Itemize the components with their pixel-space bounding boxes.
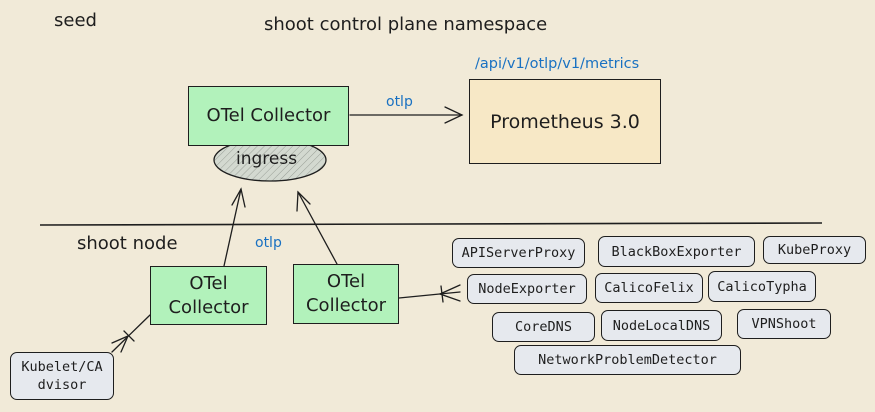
source-calicofelix[interactable]: CalicoFelix [595,273,703,303]
source-calicotypha[interactable]: CalicoTypha [708,271,816,302]
arrow-right-collector-to-ingress [296,190,338,265]
ingress-ellipse [213,138,327,182]
source-nodelocaldns[interactable]: NodeLocalDNS [601,310,722,341]
connector-sources-to-collector [398,284,461,303]
ingress-label: ingress [236,149,298,169]
arrow-seed-to-prometheus [349,106,464,124]
otlp-edge-label-node: otlp [255,235,282,251]
prometheus-box[interactable]: Prometheus 3.0 [469,79,661,164]
source-coredns[interactable]: CoreDNS [492,312,595,342]
source-networkproblemdetector[interactable]: NetworkProblemDetector [514,345,741,375]
seed-otel-collector[interactable]: OTel Collector [188,86,349,146]
source-vpnshoot[interactable]: VPNShoot [737,309,831,339]
source-apiserverproxy[interactable]: APIServerProxy [452,238,585,268]
kubelet-cadvisor-box[interactable]: Kubelet/CA dvisor [10,352,114,400]
node-otel-collector-right[interactable]: OTel Collector [293,264,399,324]
shoot-control-plane-zone-label: shoot control plane namespace [264,14,548,35]
zone-divider [39,222,823,226]
otlp-edge-label-seed: otlp [386,94,413,110]
source-kubeproxy[interactable]: KubeProxy [763,236,866,264]
source-nodeexporter[interactable]: NodeExporter [467,274,587,304]
connector-kubelet-to-collector [111,314,151,353]
arrow-left-collector-to-ingress [223,187,246,267]
node-otel-collector-left[interactable]: OTel Collector [150,266,267,325]
seed-zone-label: seed [54,10,97,31]
source-blackboxexporter[interactable]: BlackBoxExporter [598,236,755,267]
shoot-node-zone-label: shoot node [77,233,178,254]
prometheus-endpoint-label: /api/v1/otlp/v1/metrics [475,56,640,72]
